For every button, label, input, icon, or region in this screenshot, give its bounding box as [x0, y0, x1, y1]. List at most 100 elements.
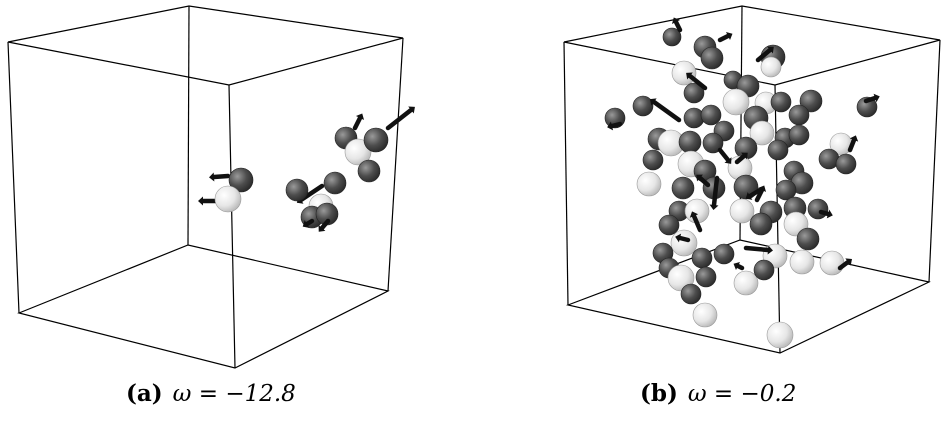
dark-sphere — [702, 132, 724, 154]
dark-sphere — [323, 171, 347, 195]
light-sphere — [789, 249, 815, 275]
dipole-arrowhead — [607, 121, 614, 131]
dark-sphere — [788, 124, 810, 146]
dipole-arrowhead — [826, 209, 833, 219]
dark-sphere — [775, 179, 797, 201]
caption-a-expression: ω = −12.8 — [172, 381, 296, 407]
dark-sphere — [770, 91, 792, 113]
dark-sphere — [357, 159, 381, 183]
dark-sphere — [683, 107, 705, 129]
dipole-arrowhead — [725, 31, 733, 41]
dark-sphere — [228, 167, 254, 193]
dipole-arrowhead — [198, 196, 203, 206]
dark-sphere — [856, 96, 878, 118]
dipole-arrowhead — [355, 113, 365, 121]
dark-sphere — [691, 247, 713, 269]
dipole-arrow — [847, 137, 857, 153]
dipole-arrowhead — [318, 225, 326, 232]
light-sphere — [344, 138, 372, 166]
dipole-arrow — [673, 19, 683, 33]
dark-sphere — [662, 27, 682, 47]
dark-sphere — [788, 104, 810, 126]
dipole-arrowhead — [209, 172, 215, 182]
dark-sphere — [807, 198, 829, 220]
dipole-arrow — [691, 213, 703, 233]
dipole-arrow — [211, 173, 231, 180]
light-sphere — [670, 229, 698, 257]
dipole-arrowhead — [408, 106, 415, 114]
dipole-arrowhead — [696, 174, 703, 182]
dark-sphere — [658, 214, 680, 236]
light-sphere — [766, 321, 794, 349]
dark-sphere — [700, 46, 724, 70]
dipole-arrow — [717, 33, 731, 43]
light-sphere — [733, 270, 759, 296]
dipole-arrowhead — [302, 220, 310, 228]
dipole-arrow — [687, 73, 708, 91]
dipole-arrow — [755, 47, 773, 63]
dark-sphere — [671, 176, 695, 200]
dipole-arrowhead — [675, 233, 682, 243]
dipole-arrowhead — [671, 17, 681, 25]
dark-sphere — [713, 243, 735, 265]
light-sphere — [729, 198, 755, 224]
dipole-arrow — [837, 259, 851, 271]
dipole-arrowhead — [649, 98, 657, 106]
dipole-arrow — [717, 147, 731, 163]
dipole-arrowhead — [709, 204, 719, 210]
dark-sphere — [695, 266, 717, 288]
dipole-arrow — [743, 245, 771, 253]
dipole-arrow — [651, 99, 682, 123]
dipole-arrow — [385, 107, 414, 131]
light-sphere — [760, 56, 782, 78]
dark-sphere — [799, 89, 823, 113]
dipole-arrowhead — [757, 185, 767, 193]
dipole-arrowhead — [741, 152, 748, 160]
dark-sphere — [363, 127, 389, 153]
dipole-arrowhead — [686, 72, 693, 80]
dipole-arrowhead — [724, 157, 732, 164]
molecules-a — [198, 106, 415, 232]
dipole-arrow — [747, 187, 763, 199]
dipole-arrowhead — [733, 261, 741, 271]
dark-sphere — [796, 227, 820, 251]
dark-sphere — [700, 104, 722, 126]
caption-a: (a) ω = −12.8 — [126, 380, 326, 414]
dipole-arrowhead — [745, 192, 753, 200]
dark-sphere — [285, 178, 309, 202]
dipole-arrowhead — [767, 46, 774, 54]
light-sphere — [819, 250, 845, 276]
light-sphere — [722, 88, 750, 116]
dipole-arrow — [609, 121, 623, 129]
caption-b-tag: (b) — [640, 380, 678, 407]
dipole-arrow — [734, 153, 747, 165]
dark-sphere — [749, 212, 773, 236]
box-a — [7, 5, 404, 369]
dipole-arrow — [697, 175, 711, 188]
dipole-arrow — [863, 95, 878, 104]
light-sphere — [749, 120, 775, 146]
dark-sphere — [632, 95, 654, 117]
caption-b: (b) ω = −0.2 — [640, 380, 840, 414]
dark-sphere — [767, 139, 789, 161]
dark-sphere — [680, 283, 702, 305]
dipole-arrowhead — [767, 245, 773, 255]
light-sphere — [692, 302, 718, 328]
caption-b-expression: ω = −0.2 — [687, 381, 797, 407]
light-sphere — [636, 171, 662, 197]
dark-sphere — [753, 259, 775, 281]
dipole-arrow — [818, 209, 831, 217]
dipole-arrowhead — [845, 258, 852, 266]
dark-sphere — [835, 153, 857, 175]
dark-sphere — [683, 82, 705, 104]
dipole-arrowhead — [689, 211, 699, 218]
dipole-arrowhead — [873, 93, 880, 103]
dipole-arrow — [319, 218, 331, 231]
dipole-arrow — [352, 115, 363, 131]
caption-a-tag: (a) — [126, 380, 163, 407]
molecules-b — [604, 17, 880, 349]
dipole-arrow — [711, 175, 720, 208]
dipole-arrow — [677, 235, 691, 243]
dipole-arrow — [735, 263, 745, 271]
